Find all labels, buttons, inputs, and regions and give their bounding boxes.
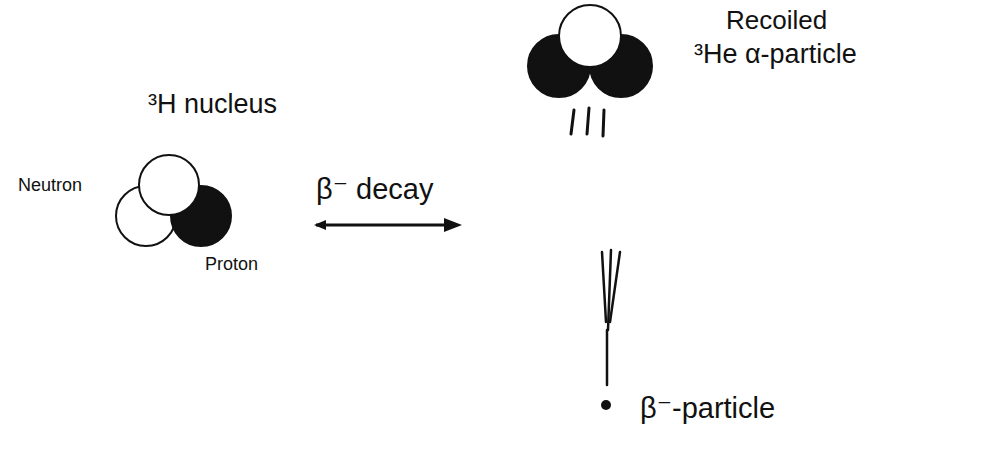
particle-label: β⁻-particle <box>640 393 775 425</box>
neutron-sphere <box>139 155 199 215</box>
part-name: Proton <box>205 255 258 275</box>
particle-label: Recoiled <box>726 6 827 35</box>
tritium-nucleus <box>116 155 231 246</box>
neutron-sphere <box>559 5 621 67</box>
beta-particle-dot <box>601 400 611 410</box>
particle-label: ³He α-particle <box>694 40 857 70</box>
process-label: β⁻ decay <box>316 174 433 206</box>
nucleus-label: ³H nucleus <box>148 90 277 120</box>
helium-nucleus <box>528 5 652 97</box>
decay-arrow <box>314 218 462 232</box>
beta-trail <box>602 250 620 385</box>
recoil-streaks <box>571 108 604 136</box>
part-name: Neutron <box>18 176 82 196</box>
